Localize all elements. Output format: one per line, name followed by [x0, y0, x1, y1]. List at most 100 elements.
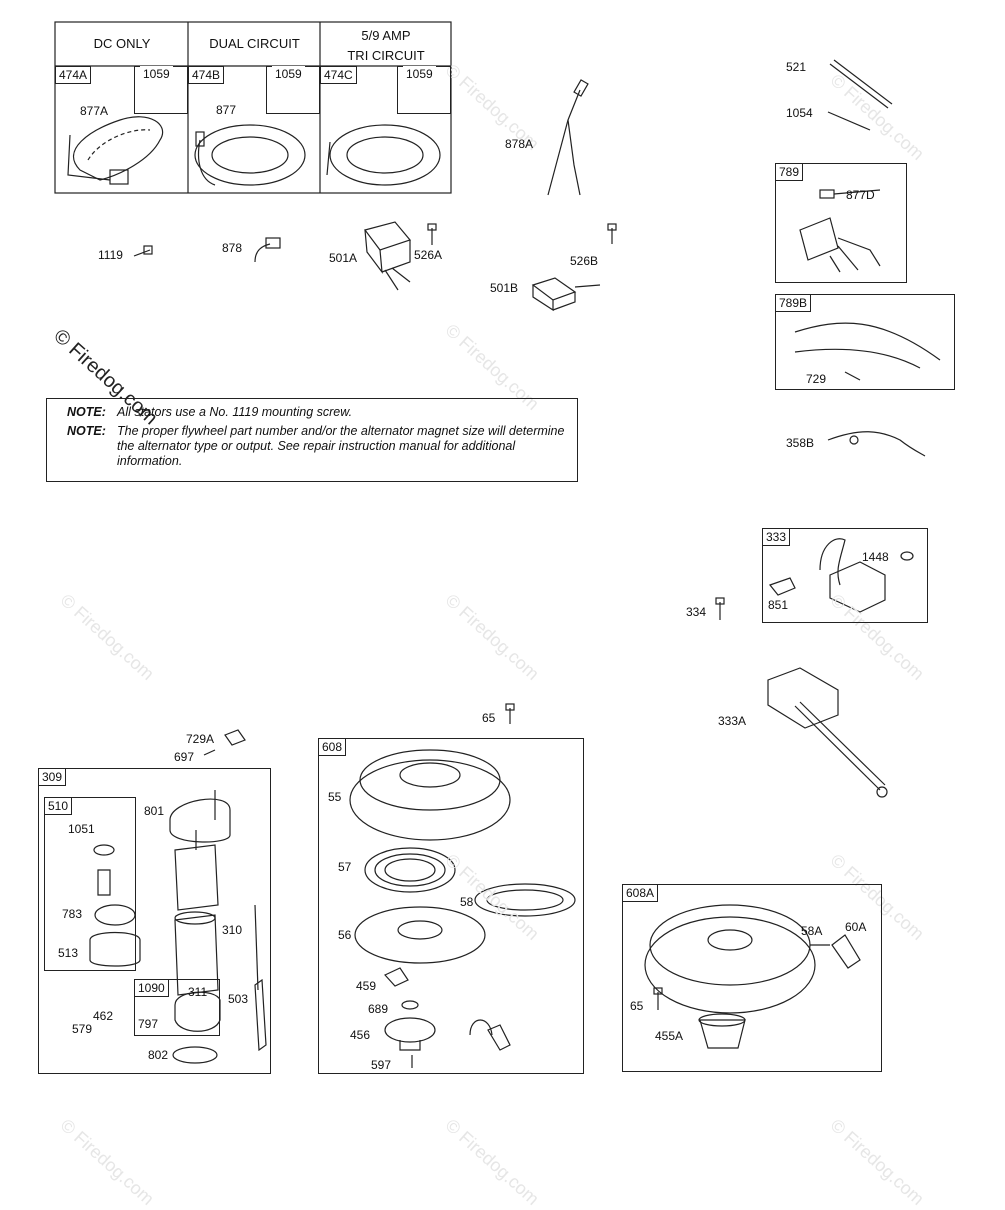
- dog-459-drawing: [384, 967, 409, 987]
- screw-526a-drawing: [427, 223, 437, 245]
- harness-877d-drawing: [799, 189, 881, 273]
- kit-box-309: [38, 768, 271, 1074]
- part-513: 513: [58, 946, 79, 960]
- kit-box-789: [775, 163, 907, 283]
- harness-729-drawing: [794, 322, 941, 381]
- bracket-503-drawing: [254, 978, 267, 1052]
- kit-box-333: [762, 528, 928, 623]
- kit-box-789b: [775, 294, 955, 390]
- part-tag-474b: 474B: [188, 66, 225, 84]
- part-1119: 1119: [98, 248, 123, 262]
- pulley-56-drawing: [354, 906, 486, 964]
- part-503: 503: [228, 992, 249, 1006]
- part-tag-1059a: 1059: [140, 66, 173, 82]
- part-877: 877: [216, 103, 237, 117]
- part-521: 521: [786, 60, 807, 74]
- ground-wire-358b-drawing: [827, 431, 926, 457]
- header-dual-circuit: DUAL CIRCUIT: [209, 36, 300, 51]
- part-tag-309: 309: [38, 768, 67, 786]
- part-1054: 1054: [786, 106, 813, 120]
- part-526a: 526A: [414, 248, 443, 262]
- screw-334-drawing: [715, 597, 725, 620]
- part-tag-1059b: 1059: [272, 66, 305, 82]
- note-line-1: All stators use a No. 1119 mounting scre…: [117, 405, 353, 419]
- part-851: 851: [768, 598, 789, 612]
- header-tri-circuit-line2: TRI CIRCUIT: [347, 48, 425, 63]
- rope-58-drawing: [474, 883, 576, 917]
- end-cap-801-drawing: [169, 790, 231, 843]
- part-tag-608: 608: [318, 738, 347, 756]
- part-310: 310: [222, 923, 243, 937]
- part-877a: 877A: [80, 104, 109, 118]
- ignition-armature-333a-drawing: [767, 667, 888, 798]
- kit-box-608: [318, 738, 584, 1074]
- part-65-top: 65: [482, 711, 496, 725]
- part-tag-608a: 608A: [622, 884, 659, 902]
- starter-608a-drawing: [644, 904, 861, 1014]
- stator-dc-only-drawing: [67, 116, 164, 185]
- note-box: NOTE: All stators use a No. 1119 mountin…: [46, 398, 578, 482]
- part-57: 57: [338, 860, 352, 874]
- screw-697-drawing: [203, 749, 216, 756]
- part-tag-789: 789: [775, 163, 804, 181]
- retainer-456-drawing: [384, 1017, 436, 1051]
- part-697: 697: [174, 750, 195, 764]
- part-65-bottom: 65: [630, 999, 644, 1013]
- part-689: 689: [368, 1002, 389, 1016]
- stator-tri-circuit-drawing: [326, 124, 441, 186]
- rectifier-501b-drawing: [531, 277, 601, 312]
- part-311: 311: [188, 985, 208, 999]
- washer-802-drawing: [172, 1046, 218, 1064]
- screw-65b-drawing: [653, 987, 663, 1010]
- housing-310-drawing: [174, 911, 219, 996]
- part-802: 802: [148, 1048, 169, 1062]
- part-333a: 333A: [718, 714, 747, 728]
- header-dc-only: DC ONLY: [93, 36, 151, 51]
- part-tag-510: 510: [44, 797, 73, 815]
- harness-878a-drawing: [547, 79, 589, 196]
- note-key-2: NOTE:: [67, 424, 106, 438]
- part-tag-1090: 1090: [134, 979, 169, 997]
- part-579: 579: [72, 1022, 93, 1036]
- spring-689-drawing: [401, 1000, 419, 1010]
- part-1051: 1051: [68, 822, 95, 836]
- part-1448: 1448: [862, 550, 889, 564]
- connector-878-drawing: [254, 237, 281, 263]
- part-526b: 526B: [570, 254, 599, 268]
- note-line-2: The proper flywheel part number and/or t…: [117, 424, 565, 468]
- part-58: 58: [460, 895, 474, 909]
- armature-drawing: [174, 830, 219, 911]
- bolt-310-drawing: [254, 904, 259, 991]
- part-tag-474c: 474C: [320, 66, 357, 84]
- part-tag-474a: 474A: [55, 66, 92, 84]
- part-729a: 729A: [186, 732, 215, 746]
- part-358b: 358B: [786, 436, 815, 450]
- part-56: 56: [338, 928, 352, 942]
- kit-box-608a: [622, 884, 882, 1072]
- part-456: 456: [350, 1028, 371, 1042]
- tube-521-drawing: [829, 59, 893, 109]
- screw-1119-drawing: [133, 245, 153, 257]
- part-462: 462: [93, 1009, 114, 1023]
- part-729: 729: [806, 372, 827, 386]
- part-459: 459: [356, 979, 377, 993]
- part-455a: 455A: [655, 1029, 684, 1043]
- spring-57-drawing: [364, 847, 456, 893]
- stator-dual-circuit-drawing: [194, 124, 306, 186]
- bracket-729a-drawing: [224, 729, 246, 746]
- part-tag-333: 333: [762, 528, 791, 546]
- header-tri-circuit-line1: 5/9 AMP: [361, 28, 411, 43]
- tie-1054-drawing: [827, 111, 871, 131]
- ignition-armature-333-drawing: [769, 538, 914, 613]
- cup-455a-drawing: [698, 1013, 746, 1049]
- part-877d: 877D: [846, 188, 875, 202]
- part-60a: 60A: [845, 920, 867, 934]
- housing-55-drawing: [349, 749, 511, 841]
- kit-box-510: [44, 797, 136, 971]
- screw-526b-drawing: [607, 223, 617, 244]
- screw-65a-drawing: [505, 703, 515, 724]
- part-58a: 58A: [801, 924, 823, 938]
- part-501b: 501B: [490, 281, 519, 295]
- part-597: 597: [371, 1058, 392, 1072]
- part-501a: 501A: [329, 251, 358, 265]
